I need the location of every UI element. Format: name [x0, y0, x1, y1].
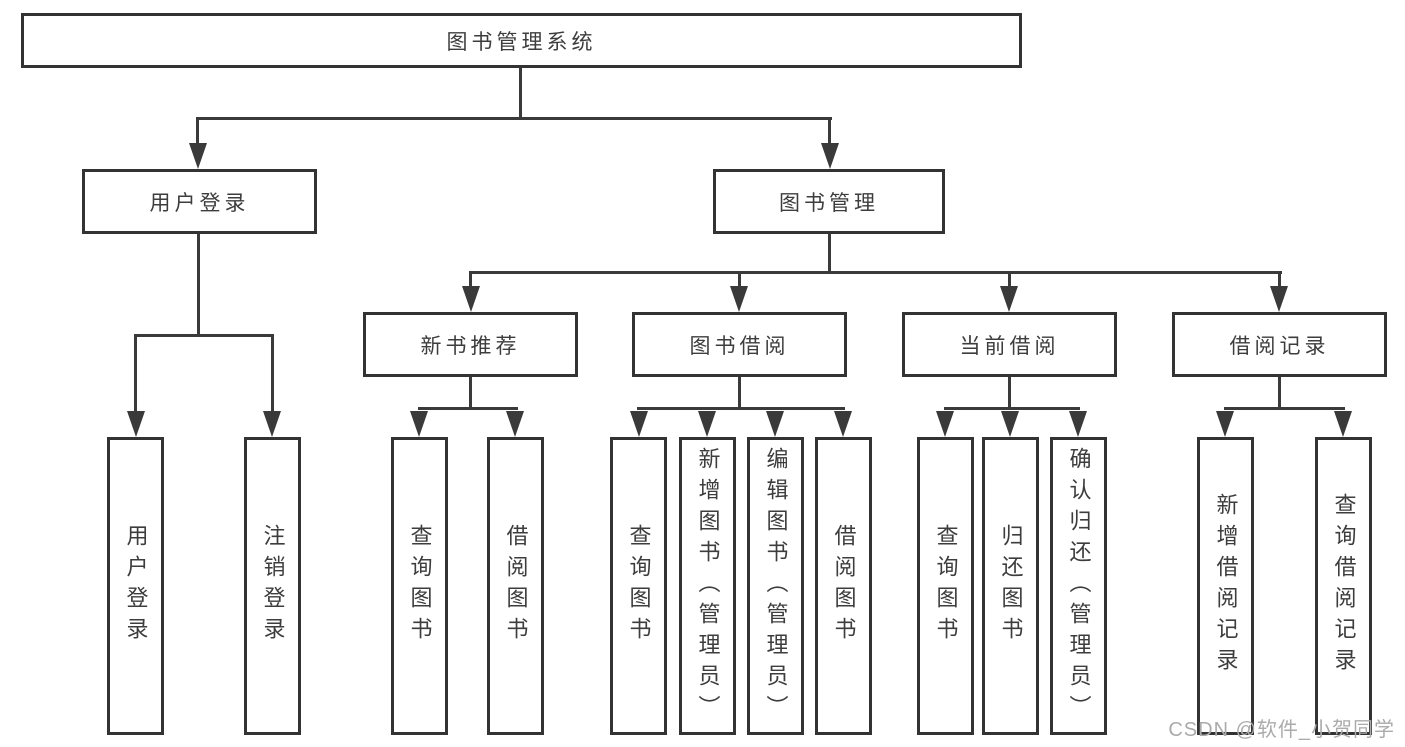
connector-to-leaf-logout: [271, 334, 274, 413]
connector-new-book-recommend-branch: [418, 407, 518, 410]
leaf-label: 新增图书（管理员）: [695, 446, 721, 726]
node-library-management-system: 图书管理系统: [21, 13, 1022, 68]
arrow-down-icon: [1000, 286, 1018, 312]
node-label: 当前借阅: [959, 334, 1060, 358]
leaf-label: 归还图书: [998, 524, 1024, 648]
arrow-down-icon: [834, 411, 852, 437]
leaf-label: 查询图书: [407, 524, 433, 648]
arrow-down-icon: [821, 143, 839, 169]
arrow-down-icon: [630, 411, 648, 437]
connector-to-user-login: [196, 117, 199, 145]
leaf-edit-books-admin: 编辑图书（管理员）: [747, 437, 804, 735]
leaf-label: 新增借阅记录: [1213, 493, 1239, 679]
arrow-down-icon: [936, 411, 954, 437]
leaf-user-login: 用户登录: [107, 437, 164, 735]
arrow-down-icon: [698, 411, 716, 437]
connector-book-management-stem: [828, 234, 831, 274]
arrow-down-icon: [263, 411, 281, 437]
leaf-logout: 注销登录: [244, 437, 301, 735]
connector-user-login-stem: [197, 234, 200, 337]
node-label: 图书管理系统: [446, 30, 597, 54]
node-label: 图书借阅: [689, 334, 790, 358]
connector-root-branch: [196, 117, 832, 120]
csdn-watermark: CSDN @软件_小贺同学: [1168, 719, 1395, 741]
leaf-borrow-books-recommend: 借阅图书: [487, 437, 544, 735]
arrow-down-icon: [730, 286, 748, 312]
leaf-query-books-current: 查询图书: [917, 437, 974, 735]
connector-new-book-recommend-stem: [469, 377, 472, 410]
leaf-label: 查询图书: [933, 524, 959, 648]
arrow-down-icon: [410, 411, 428, 437]
connector-to-borrow-records: [1278, 271, 1281, 288]
leaf-return-books: 归还图书: [982, 437, 1039, 735]
leaf-label: 查询图书: [626, 524, 652, 648]
connector-to-new-book-recommend: [469, 271, 472, 288]
arrow-down-icon: [1216, 411, 1234, 437]
connector-current-borrow-stem: [1008, 377, 1011, 410]
node-current-borrow: 当前借阅: [902, 312, 1117, 377]
connector-book-management-branch: [469, 271, 1282, 274]
connector-book-borrow-stem: [738, 377, 741, 410]
arrow-down-icon: [1334, 411, 1352, 437]
leaf-query-books-recommend: 查询图书: [391, 437, 448, 735]
connector-borrow-records-stem: [1278, 377, 1281, 410]
leaf-label: 编辑图书（管理员）: [763, 446, 789, 726]
node-user-login: 用户登录: [82, 169, 317, 234]
leaf-add-books-admin: 新增图书（管理员）: [679, 437, 736, 735]
leaf-confirm-return-admin: 确认归还（管理员）: [1050, 437, 1107, 735]
leaf-label: 借阅图书: [503, 524, 529, 648]
leaf-label: 用户登录: [123, 524, 149, 648]
leaf-add-borrow-record: 新增借阅记录: [1197, 437, 1254, 735]
leaf-label: 查询借阅记录: [1331, 493, 1357, 679]
connector-to-book-borrow: [738, 271, 741, 288]
connector-book-borrow-branch: [637, 407, 845, 410]
arrow-down-icon: [462, 286, 480, 312]
connector-borrow-records-branch: [1224, 407, 1345, 410]
connector-to-leaf-user-login: [134, 334, 137, 413]
node-label: 新书推荐: [420, 334, 521, 358]
node-label: 图书管理: [779, 191, 879, 215]
connector-to-current-borrow: [1008, 271, 1011, 288]
arrow-down-icon: [189, 143, 207, 169]
connector-root-stem: [519, 68, 522, 117]
leaf-query-books-borrow: 查询图书: [610, 437, 667, 735]
leaf-label: 借阅图书: [831, 524, 857, 648]
leaf-borrow-books: 借阅图书: [815, 437, 872, 735]
node-book-management: 图书管理: [713, 169, 945, 234]
arrow-down-icon: [127, 411, 145, 437]
leaf-label: 注销登录: [260, 524, 286, 648]
arrow-down-icon: [1069, 411, 1087, 437]
connector-user-login-branch: [134, 334, 274, 337]
arrow-down-icon: [1001, 411, 1019, 437]
connector-current-borrow-branch: [944, 407, 1080, 410]
node-label: 借阅记录: [1229, 334, 1330, 358]
node-label: 用户登录: [149, 191, 250, 215]
leaf-label: 确认归还（管理员）: [1066, 446, 1092, 726]
arrow-down-icon: [766, 411, 784, 437]
node-book-borrow: 图书借阅: [632, 312, 847, 377]
arrow-down-icon: [1270, 286, 1288, 312]
leaf-query-borrow-record: 查询借阅记录: [1315, 437, 1372, 735]
arrow-down-icon: [506, 411, 524, 437]
node-borrow-records: 借阅记录: [1172, 312, 1387, 377]
node-new-book-recommend: 新书推荐: [363, 312, 578, 377]
connector-to-book-management: [828, 117, 831, 145]
